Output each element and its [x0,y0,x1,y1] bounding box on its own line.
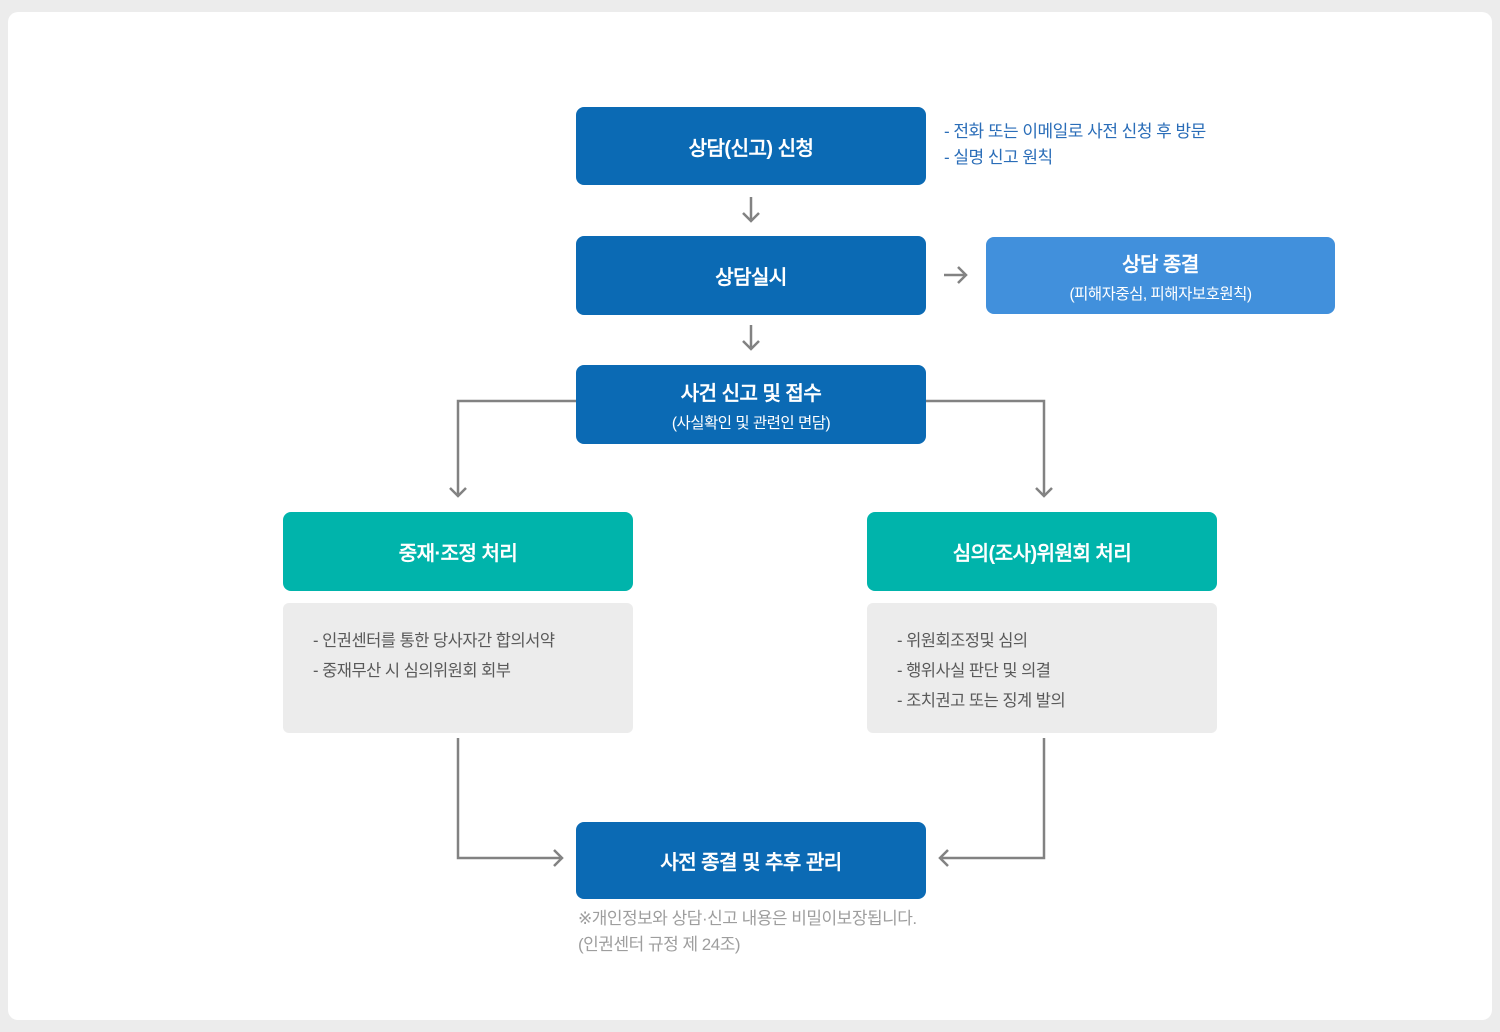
box-consult-end-title: 상담 종결 [1122,253,1199,276]
committee-detail-panel: - 위원회조정및 심의 - 행위사실 판단 및 의결 - 조치권고 또는 징계 … [867,603,1217,733]
mediation-detail-panel: - 인권센터를 통한 당사자간 합의서약 - 중재무산 시 심의위원회 회부 [283,603,633,733]
box-report: 사건 신고 및 접수 (사실확인 및 관련인 면담) [576,365,926,444]
box-committee-title: 심의(조사)위원회 처리 [952,543,1132,565]
footnote-line: (인권센터 규정 제 24조) [578,935,741,954]
box-mediation: 중재·조정 처리 [283,512,633,591]
committee-detail-item: - 행위사실 판단 및 의결 [897,662,1051,680]
box-report-subtitle: (사실확인 및 관련인 면담) [671,414,831,432]
box-consult: 상담실시 [576,236,926,315]
box-committee: 심의(조사)위원회 처리 [867,512,1217,591]
mediation-detail-item: - 인권센터를 통한 당사자간 합의서약 [313,632,555,650]
box-apply: 상담(신고) 신청 [576,107,926,185]
footnote-line: ※개인정보와 상담·신고 내용은 비밀이보장됩니다. [578,909,917,928]
box-apply-title: 상담(신고) 신청 [688,137,814,160]
box-consult-end-subtitle: (피해자중심, 피해자보호원칙) [1069,285,1252,303]
mediation-detail-item: - 중재무산 시 심의위원회 회부 [313,662,511,680]
footnote: ※개인정보와 상담·신고 내용은 비밀이보장됩니다. (인권센터 규정 제 24… [578,906,917,958]
committee-detail-item: - 조치권고 또는 징계 발의 [897,692,1066,710]
apply-notes: - 전화 또는 이메일로 사전 신청 후 방문 - 실명 신고 원칙 [944,119,1206,171]
box-report-title: 사건 신고 및 접수 [680,382,822,405]
apply-note-line: - 실명 신고 원칙 [944,148,1053,167]
box-final: 사전 종결 및 추후 관리 [576,822,926,899]
box-mediation-title: 중재·조정 처리 [398,543,518,565]
box-consult-end: 상담 종결 (피해자중심, 피해자보호원칙) [986,237,1335,314]
box-final-title: 사전 종결 및 추후 관리 [660,852,842,874]
box-consult-title: 상담실시 [715,267,787,289]
committee-detail-item: - 위원회조정및 심의 [897,632,1028,650]
apply-note-line: - 전화 또는 이메일로 사전 신청 후 방문 [944,122,1206,141]
